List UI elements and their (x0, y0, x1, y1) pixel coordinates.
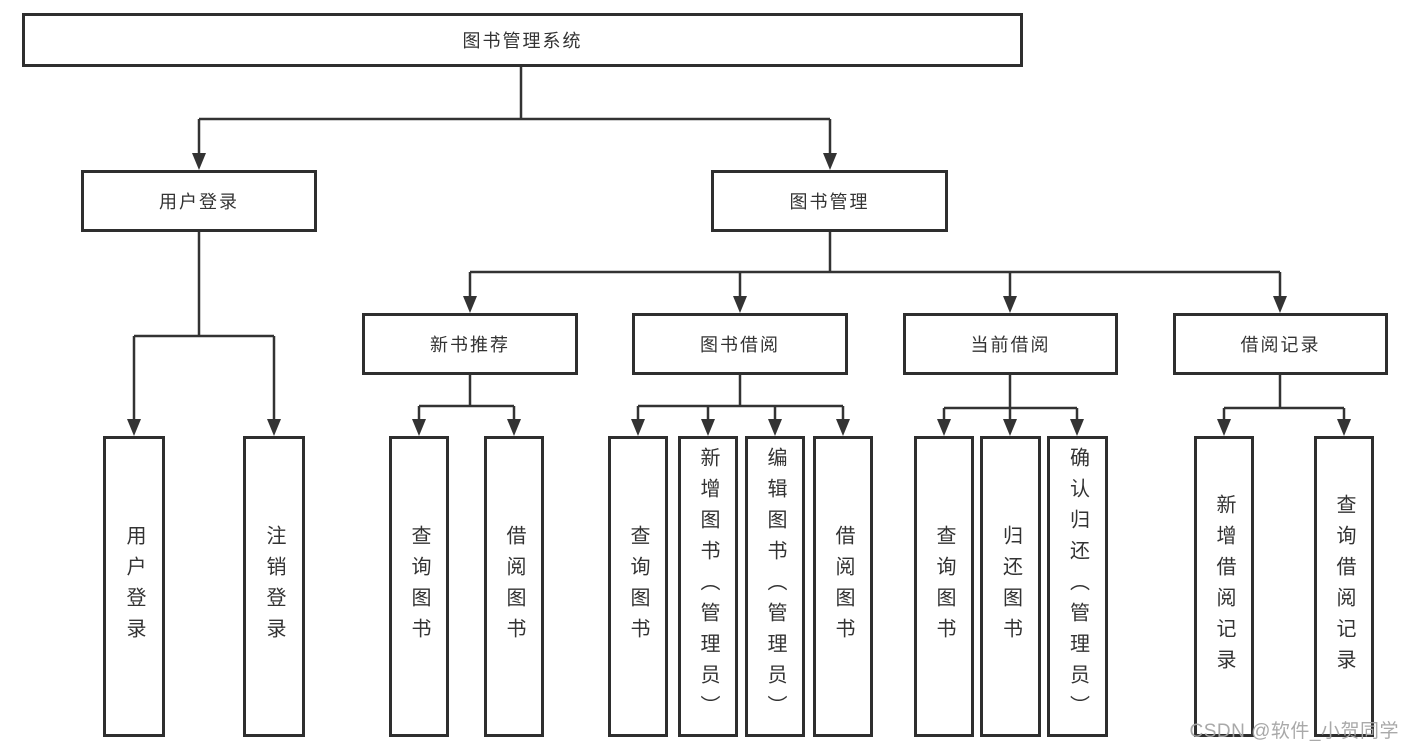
node-borrowing-records-label: 借阅记录 (1240, 335, 1321, 355)
leaf-bb-add-books-admin-label: 新增图书（管理员） (697, 447, 719, 726)
leaf-bb-query-books-label: 查询图书 (627, 524, 649, 649)
leaf-bb-edit-books-admin-label: 编辑图书（管理员） (764, 447, 786, 726)
connector-book-management (468, 232, 1282, 299)
node-book-borrowing: 图书借阅 (632, 313, 848, 375)
leaf-logout: 注销登录 (243, 436, 305, 737)
leaf-nb-query-books-label: 查询图书 (408, 524, 430, 649)
leaf-br-query-record: 查询借阅记录 (1314, 436, 1374, 737)
node-book-management: 图书管理 (711, 170, 948, 232)
leaf-cb-query-books: 查询图书 (914, 436, 974, 737)
node-new-book-recommend-label: 新书推荐 (430, 335, 510, 355)
node-current-borrowing-label: 当前借阅 (970, 335, 1051, 355)
leaf-bb-borrow-books: 借阅图书 (813, 436, 873, 737)
leaf-logout-label: 注销登录 (263, 524, 285, 649)
leaf-nb-borrow-books: 借阅图书 (484, 436, 544, 737)
node-borrowing-records: 借阅记录 (1173, 313, 1388, 375)
leaf-user-login-label: 用户登录 (123, 524, 145, 649)
node-book-borrowing-label: 图书借阅 (700, 335, 780, 355)
leaf-br-query-record-label: 查询借阅记录 (1333, 493, 1355, 680)
leaf-user-login: 用户登录 (103, 436, 165, 737)
leaf-nb-query-books: 查询图书 (389, 436, 449, 737)
node-user-login: 用户登录 (81, 170, 317, 232)
arrowhead-icons (127, 153, 1351, 436)
leaf-bb-add-books-admin: 新增图书（管理员） (678, 436, 738, 737)
leaf-cb-confirm-return-admin-label: 确认归还（管理员） (1066, 447, 1089, 726)
connector-root (197, 67, 832, 156)
leaf-br-add-record-label: 新增借阅记录 (1213, 493, 1235, 680)
leaf-bb-borrow-books-label: 借阅图书 (832, 524, 854, 649)
leaf-bb-query-books: 查询图书 (608, 436, 668, 737)
leaf-cb-query-books-label: 查询图书 (933, 524, 955, 649)
leaf-br-add-record: 新增借阅记录 (1194, 436, 1254, 737)
node-new-book-recommend: 新书推荐 (362, 313, 578, 375)
node-current-borrowing: 当前借阅 (903, 313, 1118, 375)
node-book-management-label: 图书管理 (789, 192, 870, 212)
leaf-cb-confirm-return-admin: 确认归还（管理员） (1047, 436, 1108, 737)
connector-new-book-recommend (417, 375, 516, 422)
leaf-cb-return-books-label: 归还图书 (999, 524, 1022, 649)
connector-user-login (132, 232, 276, 422)
node-user-login-label: 用户登录 (159, 192, 239, 212)
leaf-cb-return-books: 归还图书 (980, 436, 1041, 737)
connector-borrowing-records (1222, 375, 1346, 422)
leaf-nb-borrow-books-label: 借阅图书 (503, 524, 525, 649)
node-root: 图书管理系统 (22, 13, 1023, 67)
connector-book-borrowing (636, 375, 845, 422)
connector-current-borrowing (942, 375, 1079, 422)
node-root-label: 图书管理系统 (462, 31, 583, 51)
watermark: CSDN @软件_小贺同学 (1189, 721, 1399, 742)
leaf-bb-edit-books-admin: 编辑图书（管理员） (745, 436, 805, 737)
